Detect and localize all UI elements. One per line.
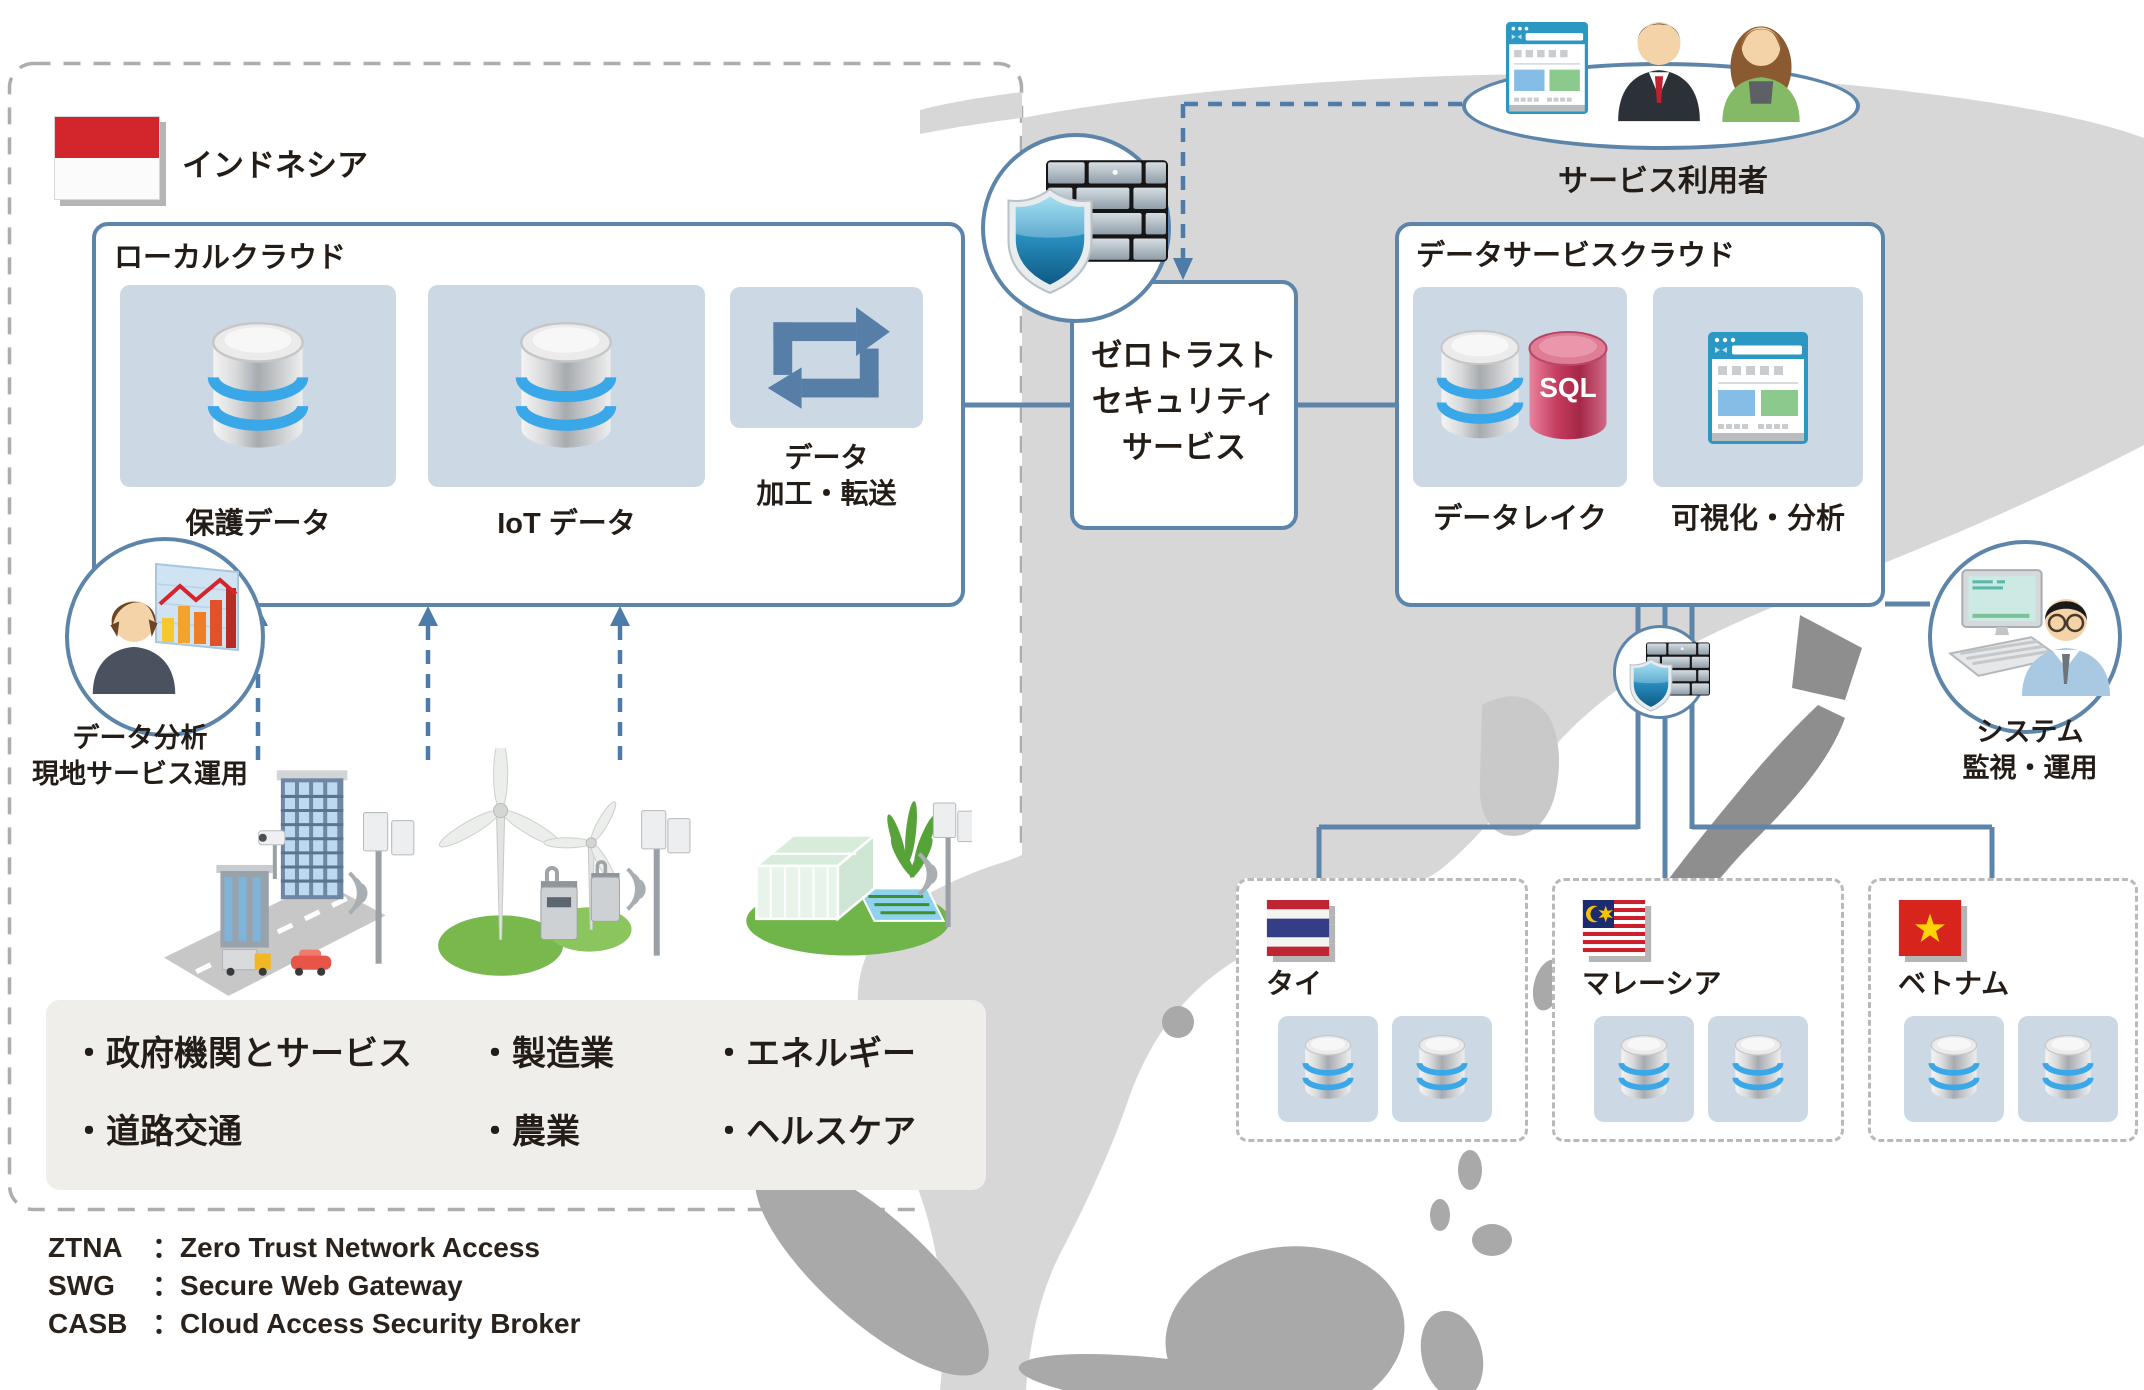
database-icon: [1416, 1034, 1468, 1102]
korea-shape: [1479, 696, 1560, 836]
security-shield-icon: [1002, 186, 1098, 296]
dashboard-browser-icon: [1708, 330, 1808, 446]
wind-energy-illustration: [420, 748, 692, 990]
web-app-browser-icon: [1496, 22, 1598, 114]
thailand-flag-icon: [1266, 900, 1330, 956]
indonesia-label: インドネシア: [182, 148, 368, 183]
zero-trust-line2: セキュリティ: [1091, 384, 1277, 419]
country-label-malaysia: マレーシア: [1582, 968, 1722, 999]
database-icon: [1928, 1034, 1980, 1102]
data-service-cloud-title: データサービスクラウド: [1416, 240, 1736, 272]
businesswoman-icon: [1714, 4, 1808, 122]
database-icon: [1436, 325, 1524, 447]
analyst-person-icon: [86, 584, 182, 694]
agriculture-greenhouse-illustration: [728, 768, 972, 962]
industry-healthcare: ・ヘルスケア: [712, 1113, 916, 1151]
industry-government: ・政府機関とサービス: [72, 1035, 412, 1073]
local-cloud-title: ローカルクラウド: [114, 242, 347, 274]
protected-data-label: 保護データ: [185, 508, 331, 540]
visualization-label: 可視化・分析: [1670, 503, 1845, 535]
database-icon: [1618, 1034, 1670, 1102]
dashed-arrows: [255, 101, 1462, 760]
footnote-text: Cloud Access Security Broker: [180, 1308, 581, 1339]
iot-data-label: IoT データ: [497, 508, 636, 540]
malaysia-flag-icon: [1582, 900, 1646, 956]
businessman-icon: [1612, 2, 1706, 122]
zero-trust-line1: ゼロトラスト: [1091, 338, 1277, 373]
processing-label-line1: データ: [784, 442, 869, 473]
sql-label: SQL: [1539, 372, 1597, 403]
database-icon: [1732, 1034, 1784, 1102]
zero-trust-box: [1070, 280, 1298, 530]
footnote-abbr: ZTNA: [48, 1232, 123, 1263]
analyst-label-line1: データ分析: [72, 723, 208, 753]
industry-energy: ・エネルギー: [712, 1035, 916, 1073]
footnote-text: Zero Trust Network Access: [180, 1232, 540, 1263]
footnote-ztna: ZTNA：Zero Trust Network Access: [48, 1232, 540, 1263]
data-processing-panel: [730, 287, 923, 428]
data-lake-label: データレイク: [1433, 503, 1607, 535]
country-label-thailand: タイ: [1266, 968, 1323, 999]
vietnam-flag-icon: [1898, 900, 1962, 956]
footnote-text: Secure Web Gateway: [180, 1270, 463, 1301]
monitoring-label-line2: 監視・運用: [1962, 753, 2098, 783]
security-shield-icon: [1627, 657, 1675, 713]
industries-panel: [46, 1000, 986, 1190]
country-label-vietnam: ベトナム: [1898, 968, 2010, 999]
database-icon: [1302, 1034, 1354, 1102]
database-icon: [203, 320, 313, 454]
service-users-label: サービス利用者: [1558, 165, 1768, 198]
processing-label-line2: 加工・転送: [756, 478, 897, 509]
footnote-swg: SWG：Secure Web Gateway: [48, 1270, 463, 1301]
footnote-casb: CASB：Cloud Access Security Broker: [48, 1308, 581, 1339]
zero-trust-line3: サービス: [1122, 430, 1246, 465]
footnote-abbr: CASB: [48, 1308, 128, 1339]
analyst-label-line2: 現地サービス運用: [32, 759, 248, 789]
indonesia-flag-icon: [54, 116, 160, 200]
industry-agriculture: ・農業: [478, 1113, 580, 1151]
monitoring-label-line1: システム: [1976, 717, 2084, 747]
industry-manufacturing: ・製造業: [478, 1035, 614, 1073]
industry-road-traffic: ・道路交通: [72, 1113, 242, 1151]
footnote-abbr: SWG: [48, 1270, 115, 1301]
database-icon: [511, 320, 621, 454]
database-icon: [2042, 1034, 2094, 1102]
data-transfer-loop-icon: [758, 296, 894, 420]
operator-person-icon: [2016, 580, 2116, 696]
